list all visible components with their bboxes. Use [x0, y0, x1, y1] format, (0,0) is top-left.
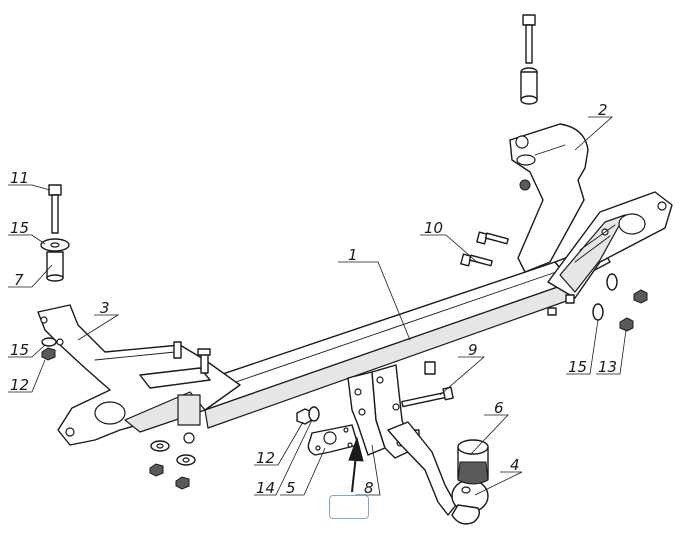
callout-15-upper: 15 [10, 219, 29, 237]
callout-15-lower: 15 [10, 341, 29, 359]
leader-lines [8, 116, 627, 496]
callout-8: 8 [364, 479, 374, 497]
callout-12-left: 12 [10, 376, 29, 394]
upper-bracket [509, 123, 589, 273]
left-washers [149, 440, 196, 490]
top-bolt [520, 14, 538, 105]
callout-labels: 1 2 3 4 5 6 7 8 9 10 11 12 12 13 14 15 1… [10, 101, 617, 497]
callout-1: 1 [348, 246, 358, 264]
socket-plate [307, 424, 359, 456]
callout-4: 4 [510, 456, 520, 474]
bolt-10 [460, 231, 509, 267]
tow-arm [387, 421, 489, 525]
callout-3: 3 [100, 299, 110, 317]
callout-7: 7 [14, 271, 24, 289]
left-bracket-nuts [41, 337, 57, 361]
callout-12-center: 12 [256, 449, 275, 467]
insertion-arrow [348, 436, 364, 493]
caption-box[interactable] [329, 495, 369, 519]
ball-cover [457, 439, 489, 485]
callout-6: 6 [494, 399, 504, 417]
callout-14: 14 [256, 479, 275, 497]
left-bracket [37, 304, 241, 446]
right-bracket [547, 191, 673, 299]
small-nut-washer [296, 406, 320, 425]
callout-9: 9 [468, 341, 478, 359]
bolt-9 [401, 361, 454, 439]
callout-15-right: 15 [568, 358, 587, 376]
left-bolt-stack [40, 184, 70, 282]
callout-5: 5 [286, 479, 296, 497]
callout-10: 10 [424, 219, 443, 237]
callout-11: 11 [10, 169, 29, 187]
left-bracket-bolts [173, 341, 211, 374]
right-fasteners [547, 273, 648, 332]
callout-13: 13 [598, 358, 617, 376]
callout-2: 2 [598, 101, 608, 119]
